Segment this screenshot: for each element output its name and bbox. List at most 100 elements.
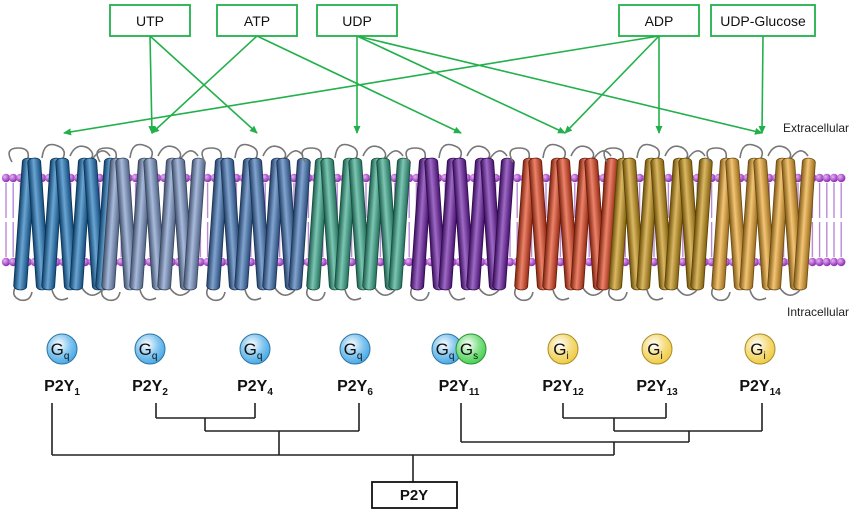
lipid-head bbox=[376, 257, 385, 267]
g-protein-subscript: q bbox=[64, 351, 70, 362]
lipid-head bbox=[837, 257, 846, 267]
g-protein-circle bbox=[134, 333, 166, 365]
activation-arrow bbox=[564, 35, 660, 134]
phylogenetic-tree: P2Y bbox=[51, 403, 763, 509]
g-protein-Gs: Gs bbox=[455, 333, 487, 365]
ligand-box bbox=[710, 4, 816, 37]
lipid-head bbox=[822, 173, 831, 183]
g-protein-circle bbox=[339, 333, 371, 365]
helix bbox=[492, 157, 515, 291]
receptor-1 bbox=[8, 143, 118, 302]
receptor-loop bbox=[405, 143, 508, 302]
ligand-adp: ADP bbox=[618, 4, 700, 37]
ligand-udp: UDP bbox=[316, 4, 398, 37]
lipid-head bbox=[664, 173, 673, 183]
receptor-loop bbox=[603, 143, 706, 302]
lipid-head bbox=[541, 173, 551, 183]
receptor-subscript: 11 bbox=[469, 387, 480, 398]
intracellular-label: Intracellular bbox=[787, 305, 850, 319]
receptor-name-p2y12: P2Y12 bbox=[542, 378, 584, 398]
activation-arrows bbox=[63, 35, 766, 136]
g-protein-subscript: s bbox=[473, 351, 478, 362]
receptor-name-p2y14: P2Y14 bbox=[739, 378, 781, 398]
activation-arrow bbox=[148, 35, 156, 134]
g-protein-label: Gi bbox=[750, 340, 765, 362]
g-protein-Gq: Gq bbox=[239, 333, 271, 365]
g-protein-Gi: Gi bbox=[641, 333, 673, 365]
ligand-box bbox=[216, 4, 298, 37]
receptor-loop bbox=[96, 143, 199, 302]
ligand-label: UDP-Glucose bbox=[720, 13, 806, 29]
receptor-subscript: 6 bbox=[367, 387, 373, 398]
receptor-2 bbox=[96, 143, 206, 302]
receptor-4 bbox=[301, 143, 411, 302]
lipid-head bbox=[815, 257, 824, 267]
g-protein-circle bbox=[455, 333, 487, 365]
ligand-label: UTP bbox=[136, 13, 164, 29]
receptor-loop bbox=[706, 143, 809, 302]
lipid-head bbox=[1, 257, 11, 267]
activation-arrow bbox=[63, 35, 660, 136]
receptor-name-p2y2: P2Y2 bbox=[132, 378, 168, 398]
lipid-head bbox=[513, 173, 522, 183]
receptor-subscript: 12 bbox=[573, 387, 585, 398]
lipid-head bbox=[405, 257, 414, 267]
g-protein-subscript: q bbox=[357, 351, 363, 362]
receptor-subscript: 1 bbox=[74, 387, 80, 398]
receptor-subscript: 2 bbox=[162, 387, 168, 398]
g-protein-subscript: q bbox=[257, 351, 263, 362]
lipid-head bbox=[678, 257, 687, 267]
g-protein-circle bbox=[547, 333, 579, 365]
helix bbox=[288, 157, 311, 291]
ligand-box bbox=[109, 4, 191, 37]
lipid-head bbox=[815, 173, 824, 183]
g-protein-subscript: i bbox=[764, 351, 766, 362]
ligand-box bbox=[316, 4, 398, 37]
lipid-head bbox=[361, 173, 371, 183]
lipid-head bbox=[1, 173, 11, 183]
ligand-label: ATP bbox=[244, 13, 270, 29]
ligand-atp: ATP bbox=[216, 4, 298, 37]
lipid-head bbox=[808, 257, 817, 267]
ligand-group: UTP ATP UDP ADP UDP-Glucose bbox=[109, 4, 816, 37]
g-protein-subscript: q bbox=[152, 351, 158, 362]
receptor-loop bbox=[8, 143, 111, 302]
helix bbox=[388, 157, 411, 291]
lipid-head bbox=[635, 173, 644, 183]
receptor-5 bbox=[405, 143, 515, 302]
g-protein-Gi: Gi bbox=[547, 333, 579, 365]
lipid-head bbox=[829, 173, 839, 183]
receptor-loop bbox=[509, 143, 612, 302]
helix bbox=[690, 157, 713, 291]
ligand-utp: UTP bbox=[109, 4, 191, 37]
activation-arrow bbox=[356, 35, 566, 134]
helix bbox=[183, 157, 206, 291]
receptor-6 bbox=[509, 143, 619, 302]
g-protein-subscript: i bbox=[567, 351, 569, 362]
receptor-name-p2y13: P2Y13 bbox=[636, 378, 678, 398]
lipid-head bbox=[570, 173, 579, 183]
g-protein-subscript: i bbox=[661, 351, 663, 362]
g-protein-circle bbox=[46, 333, 78, 365]
g-protein-Gq: Gq bbox=[134, 333, 166, 365]
receptor-name-p2y6: P2Y6 bbox=[337, 378, 373, 398]
g-protein-label: Gi bbox=[553, 340, 568, 362]
receptor-name-p2y1: P2Y1 bbox=[44, 378, 80, 398]
root-node: P2Y bbox=[371, 481, 458, 509]
receptor-loop bbox=[301, 143, 404, 302]
root-box bbox=[371, 481, 458, 509]
ligand-box bbox=[618, 4, 700, 37]
root-label: P2Y bbox=[400, 487, 428, 504]
g-protein-Gq: Gq bbox=[339, 333, 371, 365]
g-protein-circle bbox=[641, 333, 673, 365]
receptor-subscript: 13 bbox=[667, 387, 679, 398]
ligand-label: ADP bbox=[645, 13, 674, 29]
ligand-udp-glucose: UDP-Glucose bbox=[710, 4, 816, 37]
lipid-head bbox=[837, 173, 846, 183]
receptor-7 bbox=[603, 143, 713, 302]
receptor-group bbox=[8, 143, 816, 302]
